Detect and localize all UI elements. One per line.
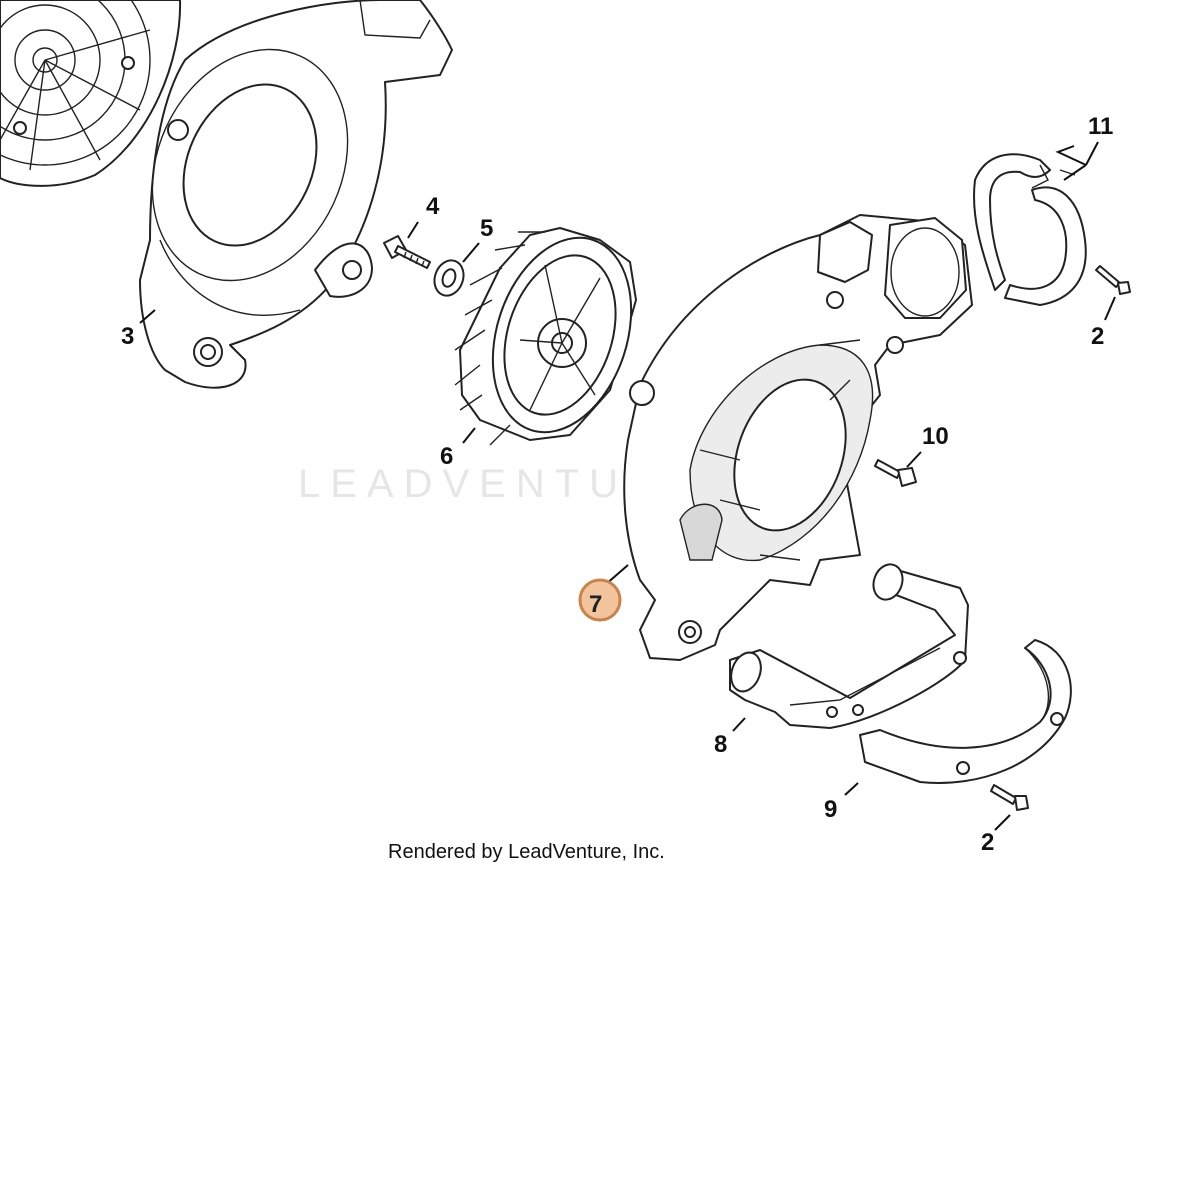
part-3-fan-housing <box>139 0 453 389</box>
callout-2-upper[interactable]: 2 <box>1091 323 1104 350</box>
part-5-washer <box>433 259 465 297</box>
callout-7-highlight <box>578 578 622 622</box>
part-8-handle-bracket <box>729 563 969 729</box>
part-2-screw-upper <box>1095 265 1131 295</box>
callout-7[interactable]: 7 <box>589 591 602 618</box>
part-6-impeller <box>454 227 637 446</box>
intake-grille <box>0 0 182 187</box>
callout-4[interactable]: 4 <box>426 193 440 220</box>
callout-3[interactable]: 3 <box>121 323 134 350</box>
leader-2b <box>994 814 1011 831</box>
credit-text: Rendered by LeadVenture, Inc. <box>388 841 665 863</box>
callout-9[interactable]: 9 <box>824 796 837 823</box>
part-9-handle-grip <box>859 639 1072 784</box>
leader-10 <box>906 451 922 468</box>
callout-2-lower[interactable]: 2 <box>981 829 994 856</box>
leader-8 <box>732 717 746 732</box>
leader-3 <box>139 309 156 324</box>
leader-11-branch <box>1055 145 1087 181</box>
part-11-clamp <box>973 153 1087 306</box>
leader-9 <box>844 782 859 796</box>
part-10-screw <box>874 459 917 487</box>
callout-6[interactable]: 6 <box>440 443 453 470</box>
leader-2a <box>1104 296 1116 321</box>
callout-5[interactable]: 5 <box>480 215 493 242</box>
leader-6 <box>462 427 476 444</box>
leader-11 <box>1085 141 1099 166</box>
leader-5 <box>462 242 480 263</box>
callout-11[interactable]: 11 <box>1088 113 1113 140</box>
callout-10[interactable]: 10 <box>922 423 949 450</box>
part-4-bolt <box>383 235 431 269</box>
callout-8[interactable]: 8 <box>714 731 727 758</box>
part-2-screw-lower <box>990 784 1029 811</box>
leader-4 <box>407 221 419 239</box>
part-7-blower-housing <box>623 214 973 661</box>
